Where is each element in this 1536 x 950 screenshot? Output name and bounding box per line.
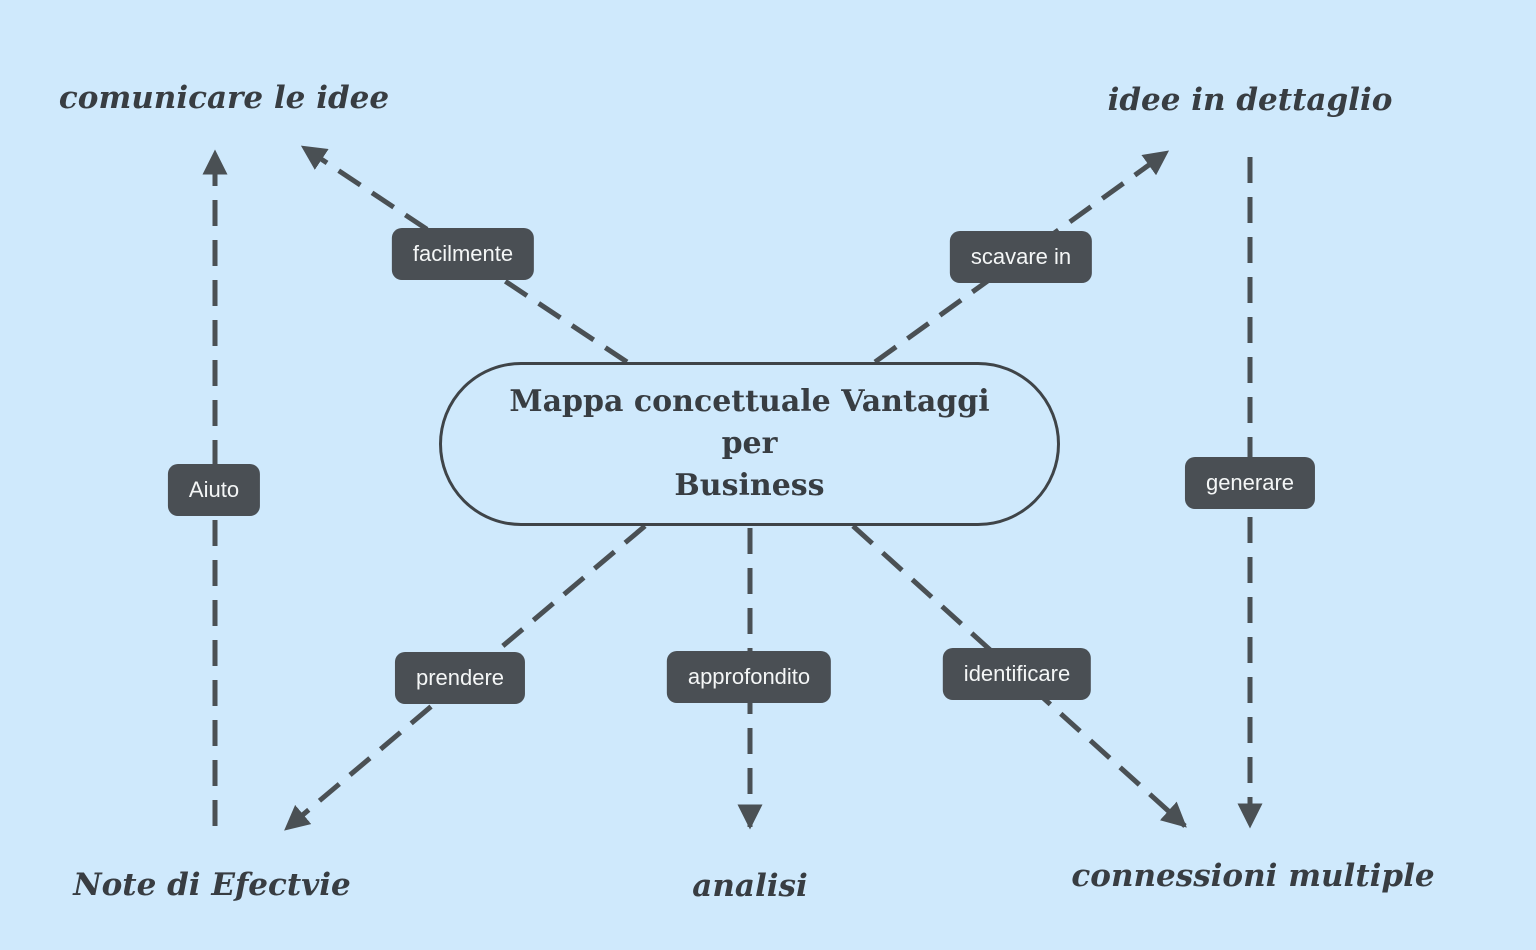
center-node[interactable]: Mappa concettuale Vantaggi per Business: [439, 362, 1060, 526]
center-node-title-line-3: Business: [674, 468, 825, 503]
edge-label-approfondito[interactable]: approfondito: [666, 651, 832, 703]
concept-connessioni-multiple[interactable]: connessioni multiple: [1071, 858, 1435, 894]
center-node-title-line-2: per: [721, 426, 778, 461]
edge-label-facilmente[interactable]: facilmente: [391, 228, 535, 280]
concept-idee-in-dettaglio[interactable]: idee in dettaglio: [1107, 82, 1393, 118]
edge-label-scavare-in[interactable]: scavare in: [949, 231, 1093, 283]
center-node-title-line-1: Mappa concettuale Vantaggi: [509, 384, 990, 419]
edge-label-identificare[interactable]: identificare: [942, 648, 1092, 700]
edge-label-generare[interactable]: generare: [1184, 457, 1316, 509]
edge-facilmente-line: [300, 144, 629, 365]
concept-comunicare-le-idee[interactable]: comunicare le idee: [58, 80, 390, 116]
edge-label-aiuto[interactable]: Aiuto: [167, 464, 261, 516]
concept-analisi[interactable]: analisi: [692, 868, 808, 904]
edge-label-prendere[interactable]: prendere: [394, 652, 526, 704]
concept-note-di-efectvie[interactable]: Note di Efectvie: [73, 867, 351, 903]
